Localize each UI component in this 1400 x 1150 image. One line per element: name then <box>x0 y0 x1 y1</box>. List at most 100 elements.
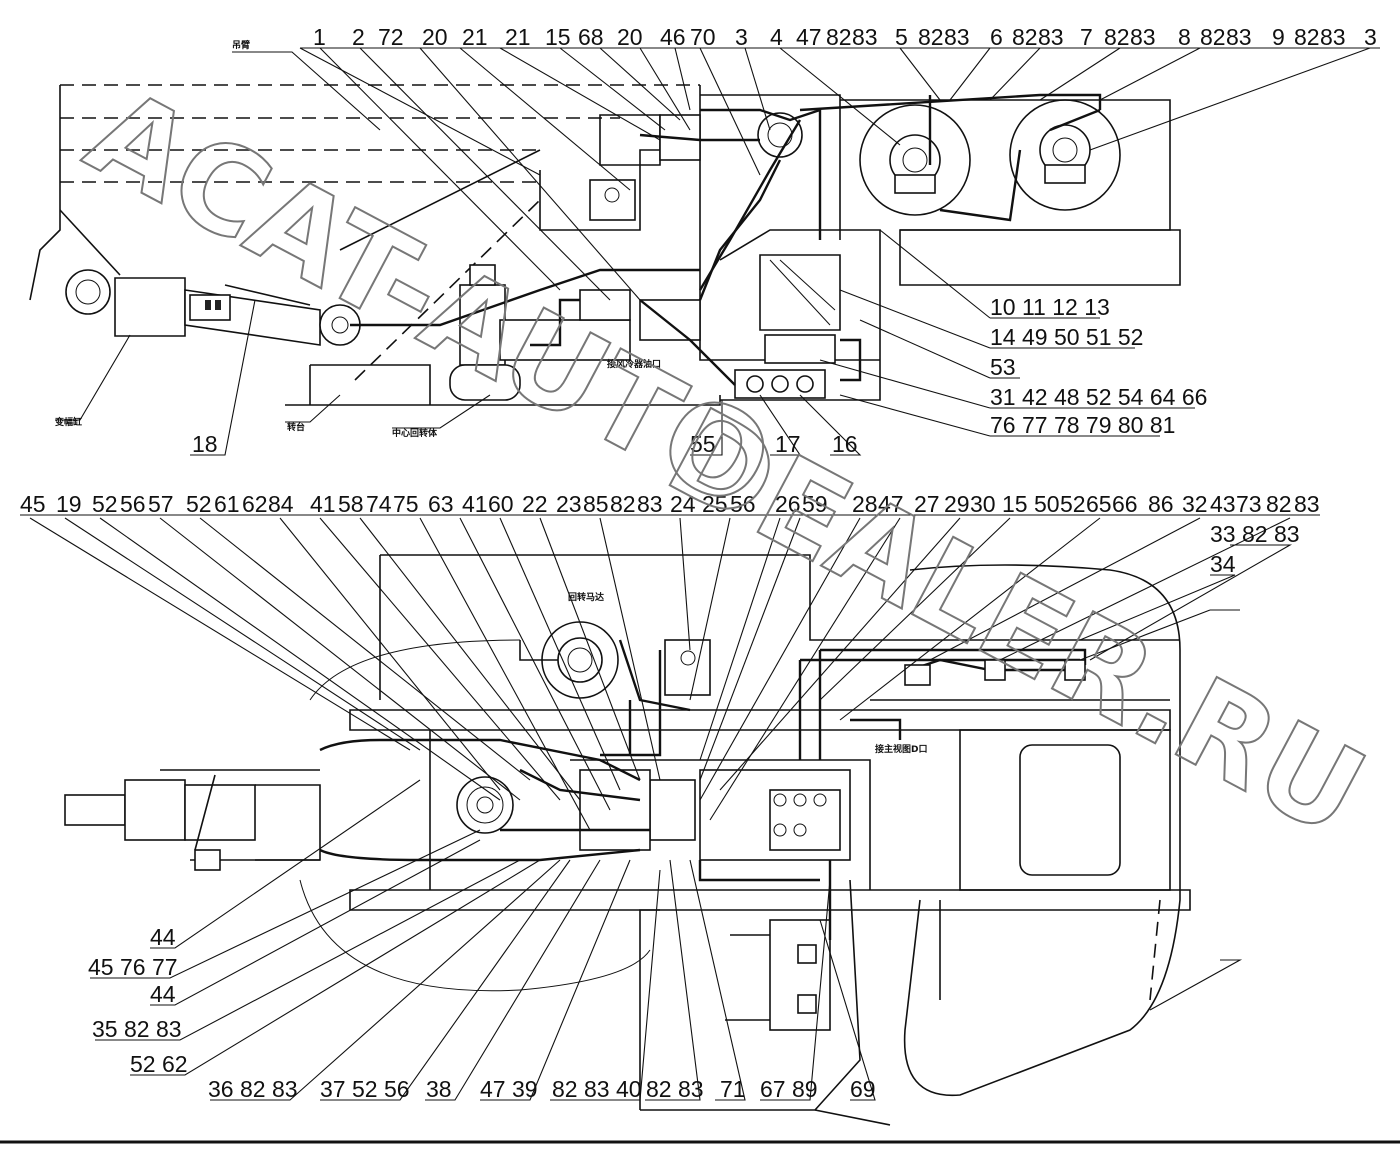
label-74: 74 <box>366 491 392 517</box>
boom-pivot <box>65 269 111 315</box>
bottom-view: 回转马达 接主视图D口 <box>20 514 1320 1126</box>
label-73: 73 <box>1236 491 1262 517</box>
label-83f: 83 <box>1226 24 1252 50</box>
label-22: 22 <box>522 491 548 517</box>
callout-center-swivel: 中心回转体 <box>392 427 438 439</box>
label-82h: 82 <box>610 491 636 517</box>
label-32: 32 <box>1182 491 1208 517</box>
top-view: 吊臂 变幅缸 转台 中心回转体 接风冷器油口 <box>29 39 1380 456</box>
label-67-89: 67 89 <box>760 1076 818 1102</box>
label-58: 58 <box>338 491 364 517</box>
label-82c: 82 <box>918 24 944 50</box>
label-55: 55 <box>690 431 716 457</box>
pump-valve-assembly <box>449 114 836 401</box>
label-82-83b: 82 83 <box>646 1076 704 1102</box>
label-2: 2 <box>352 24 365 50</box>
valve-bank-bottom <box>579 769 851 861</box>
label-3: 3 <box>735 24 748 50</box>
label-68: 68 <box>578 24 604 50</box>
label-83e: 83 <box>1130 24 1156 50</box>
label-16: 16 <box>832 431 858 457</box>
label-84: 84 <box>268 491 294 517</box>
label-71: 71 <box>720 1076 746 1102</box>
callout-main-port: 接主视图D口 <box>875 743 927 755</box>
label-34: 34 <box>1210 551 1236 577</box>
label-37-52-56: 37 52 56 <box>320 1076 410 1102</box>
label-83i: 83 <box>1294 491 1320 517</box>
label-35-82-83: 35 82 83 <box>92 1016 182 1042</box>
label-53: 53 <box>990 354 1016 380</box>
label-83d: 83 <box>1038 24 1064 50</box>
label-44: 44 <box>150 924 176 950</box>
bottom-view-labels: 45 19 52 56 57 52 61 62 84 41 58 74 75 6… <box>20 491 1320 1102</box>
label-7: 7 <box>1080 24 1093 50</box>
watermark: ACAT-AUTO DEALER.RU <box>65 62 1386 865</box>
label-26: 26 <box>775 491 801 517</box>
label-83: 83 <box>852 24 878 50</box>
label-56: 56 <box>120 491 146 517</box>
label-1: 1 <box>313 24 326 50</box>
label-47-39: 47 39 <box>480 1076 538 1102</box>
label-76-81: 76 77 78 79 80 81 <box>990 412 1175 438</box>
label-44b: 44 <box>150 981 176 1007</box>
callout-cooler-port: 接风冷器油口 <box>607 358 661 370</box>
swing-motor <box>541 621 711 699</box>
label-46: 46 <box>660 24 686 50</box>
label-15b: 15 <box>1002 491 1028 517</box>
label-41: 41 <box>310 491 336 517</box>
label-86: 86 <box>1148 491 1174 517</box>
label-21: 21 <box>462 24 488 50</box>
label-43: 43 <box>1210 491 1236 517</box>
label-83g: 83 <box>1320 24 1346 50</box>
label-21b: 21 <box>505 24 531 50</box>
label-14-52: 14 49 50 51 52 <box>990 324 1143 350</box>
label-10-13: 10 11 12 13 <box>990 294 1110 320</box>
label-83h: 83 <box>637 491 663 517</box>
label-66: 66 <box>1112 491 1138 517</box>
label-9: 9 <box>1272 24 1285 50</box>
label-4: 4 <box>770 24 783 50</box>
label-59: 59 <box>802 491 828 517</box>
pump-box-lower <box>725 919 831 1031</box>
label-83c: 83 <box>944 24 970 50</box>
label-23: 23 <box>556 491 582 517</box>
label-20b: 20 <box>617 24 643 50</box>
label-82g: 82 <box>1294 24 1320 50</box>
label-45: 45 <box>20 491 46 517</box>
winch-group <box>757 99 1121 216</box>
label-24: 24 <box>670 491 696 517</box>
label-52b: 52 <box>186 491 212 517</box>
label-41b: 41 <box>462 491 488 517</box>
label-65: 65 <box>1086 491 1112 517</box>
label-8: 8 <box>1178 24 1191 50</box>
label-15: 15 <box>545 24 571 50</box>
label-50: 50 <box>1034 491 1060 517</box>
label-56b: 56 <box>730 491 756 517</box>
label-17: 17 <box>775 431 801 457</box>
label-38: 38 <box>426 1076 452 1102</box>
callout-luff-cylinder: 变幅缸 <box>55 416 82 428</box>
label-5: 5 <box>895 24 908 50</box>
top-view-labels: 1 2 72 20 21 21 15 68 20 46 70 3 4 47 82… <box>192 24 1377 457</box>
label-82i: 82 <box>1266 491 1292 517</box>
label-28: 28 <box>852 491 878 517</box>
label-52: 52 <box>92 491 118 517</box>
callout-swing-motor: 回转马达 <box>568 591 604 603</box>
hoses-top <box>350 93 1102 386</box>
label-70: 70 <box>690 24 716 50</box>
label-57: 57 <box>148 491 174 517</box>
label-47b: 47 <box>878 491 904 517</box>
label-33-82-83: 33 82 83 <box>1210 521 1300 547</box>
label-75: 75 <box>393 491 419 517</box>
label-18: 18 <box>192 431 218 457</box>
label-82d: 82 <box>1012 24 1038 50</box>
label-30: 30 <box>970 491 996 517</box>
label-47: 47 <box>796 24 822 50</box>
label-20: 20 <box>422 24 448 50</box>
label-29: 29 <box>944 491 970 517</box>
label-82e: 82 <box>1104 24 1130 50</box>
label-52-62: 52 62 <box>130 1051 188 1077</box>
label-36-82-83: 36 82 83 <box>208 1076 298 1102</box>
label-19: 19 <box>56 491 82 517</box>
